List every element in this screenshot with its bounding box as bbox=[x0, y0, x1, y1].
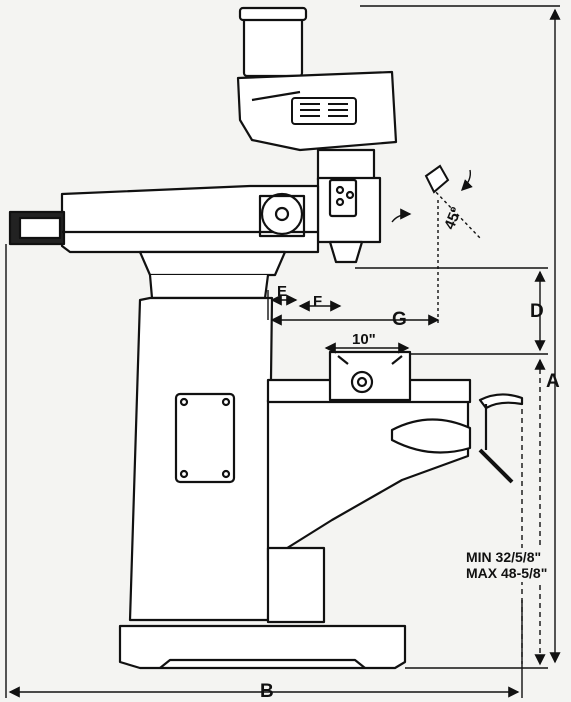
turret bbox=[138, 250, 287, 277]
tilted-spindle bbox=[424, 164, 450, 194]
ram bbox=[60, 184, 320, 254]
column-door bbox=[174, 392, 236, 484]
table-handwheel-cover bbox=[390, 418, 472, 454]
vent-grille bbox=[291, 97, 357, 125]
tilt-arrow-left bbox=[391, 208, 412, 223]
label-d: D bbox=[530, 301, 544, 322]
label-a: A bbox=[546, 371, 560, 392]
label-table-width: 10" bbox=[352, 331, 376, 348]
knee-travel-note: MIN 32/5/8" MAX 48-5/8" bbox=[466, 548, 548, 582]
knee-travel-max: MAX 48-5/8" bbox=[466, 565, 548, 581]
base bbox=[118, 624, 407, 670]
head-body bbox=[316, 148, 376, 182]
tilt-arrow-right bbox=[461, 169, 473, 191]
knee-travel-min: MIN 32/5/8" bbox=[466, 549, 542, 565]
label-f: F bbox=[313, 293, 323, 310]
label-g: G bbox=[392, 309, 407, 330]
label-e: E bbox=[277, 283, 288, 300]
spindle-nose bbox=[328, 240, 364, 264]
motor-cap bbox=[238, 6, 308, 22]
label-b: B bbox=[260, 681, 274, 702]
motor bbox=[242, 12, 304, 78]
